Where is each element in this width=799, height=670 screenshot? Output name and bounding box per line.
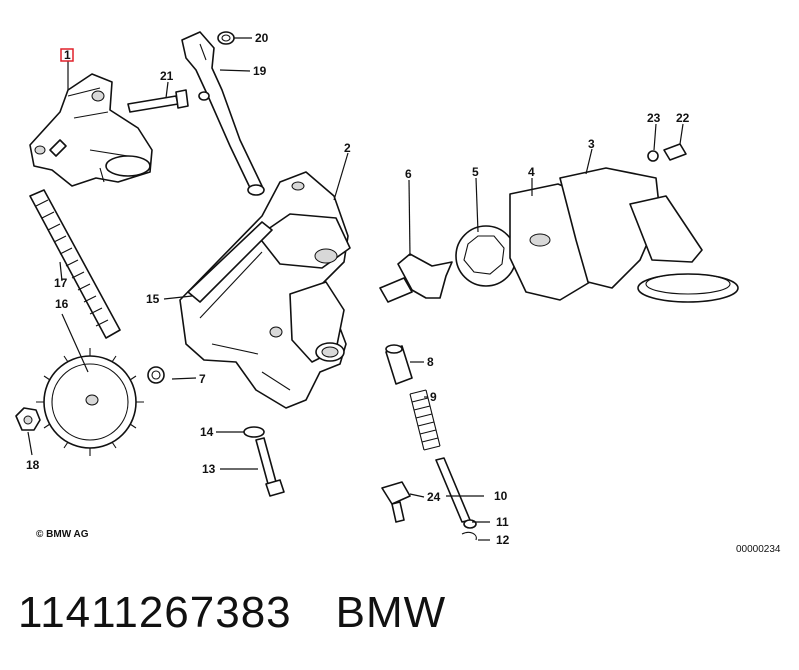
part-20-o-ring [217,31,235,45]
callout-17: 17 [54,276,68,290]
callout-1: 1 [64,48,71,62]
callout-15: 15 [146,292,160,306]
part-22-bolt [663,143,687,161]
part-18-nut [15,407,41,431]
part-11-washer [463,519,477,529]
part-24-plug [381,481,411,523]
part-6-drive-shaft [379,253,453,303]
callout-24: 24 [427,490,441,504]
callout-2: 2 [344,141,351,155]
part-23-washer [647,150,659,162]
part-8-plunger [385,344,413,385]
part-21-bolt [127,89,210,113]
part-2-pump-housing [179,171,351,409]
callout-14: 14 [200,425,214,439]
callout-18: 18 [26,458,40,472]
callout-7: 7 [199,372,206,386]
part-19-pipe [181,31,265,196]
footer-caption: 11411267383 BMW [18,588,778,648]
callout-9: 9 [430,390,437,404]
part-14-washer [243,426,265,438]
part-5-inner-rotor [455,225,517,287]
part-10-pin [435,457,471,523]
callout-16: 16 [55,297,69,311]
callout-13: 13 [202,462,216,476]
part-number: 11411267383 [18,588,292,637]
callout-12: 12 [496,533,510,547]
brand-name: BMW [335,588,447,637]
copyright-notice: © BMW AG [36,529,89,540]
part-16-sprocket [36,348,144,456]
callout-8: 8 [427,355,434,369]
callout-19: 19 [253,64,267,78]
callout-6: 6 [405,167,412,181]
part-3-strainer-housing [559,167,739,303]
callout-4: 4 [528,165,535,179]
part-12-circlip [461,531,477,541]
diagram-code: 00000234 [736,544,781,555]
part-7-o-ring [147,366,165,384]
callout-23: 23 [647,111,661,125]
highlight-box-1 [60,48,74,62]
callout-3: 3 [588,137,595,151]
parts-diagram: 1 2 3 4 5 6 7 8 9 10 11 12 13 14 15 16 1… [15,31,781,555]
part-9-spring [409,389,441,451]
callout-21: 21 [160,69,174,83]
callout-10: 10 [494,489,508,503]
callout-11: 11 [496,515,509,529]
part-1-oil-pump-assembly [29,73,153,187]
callout-22: 22 [676,111,690,125]
leader-lines [27,37,684,541]
part-13-bolt [255,437,285,497]
part-15-gasket [187,221,273,303]
part-17-chain [29,189,121,339]
callout-5: 5 [472,165,479,179]
callout-20: 20 [255,31,269,45]
